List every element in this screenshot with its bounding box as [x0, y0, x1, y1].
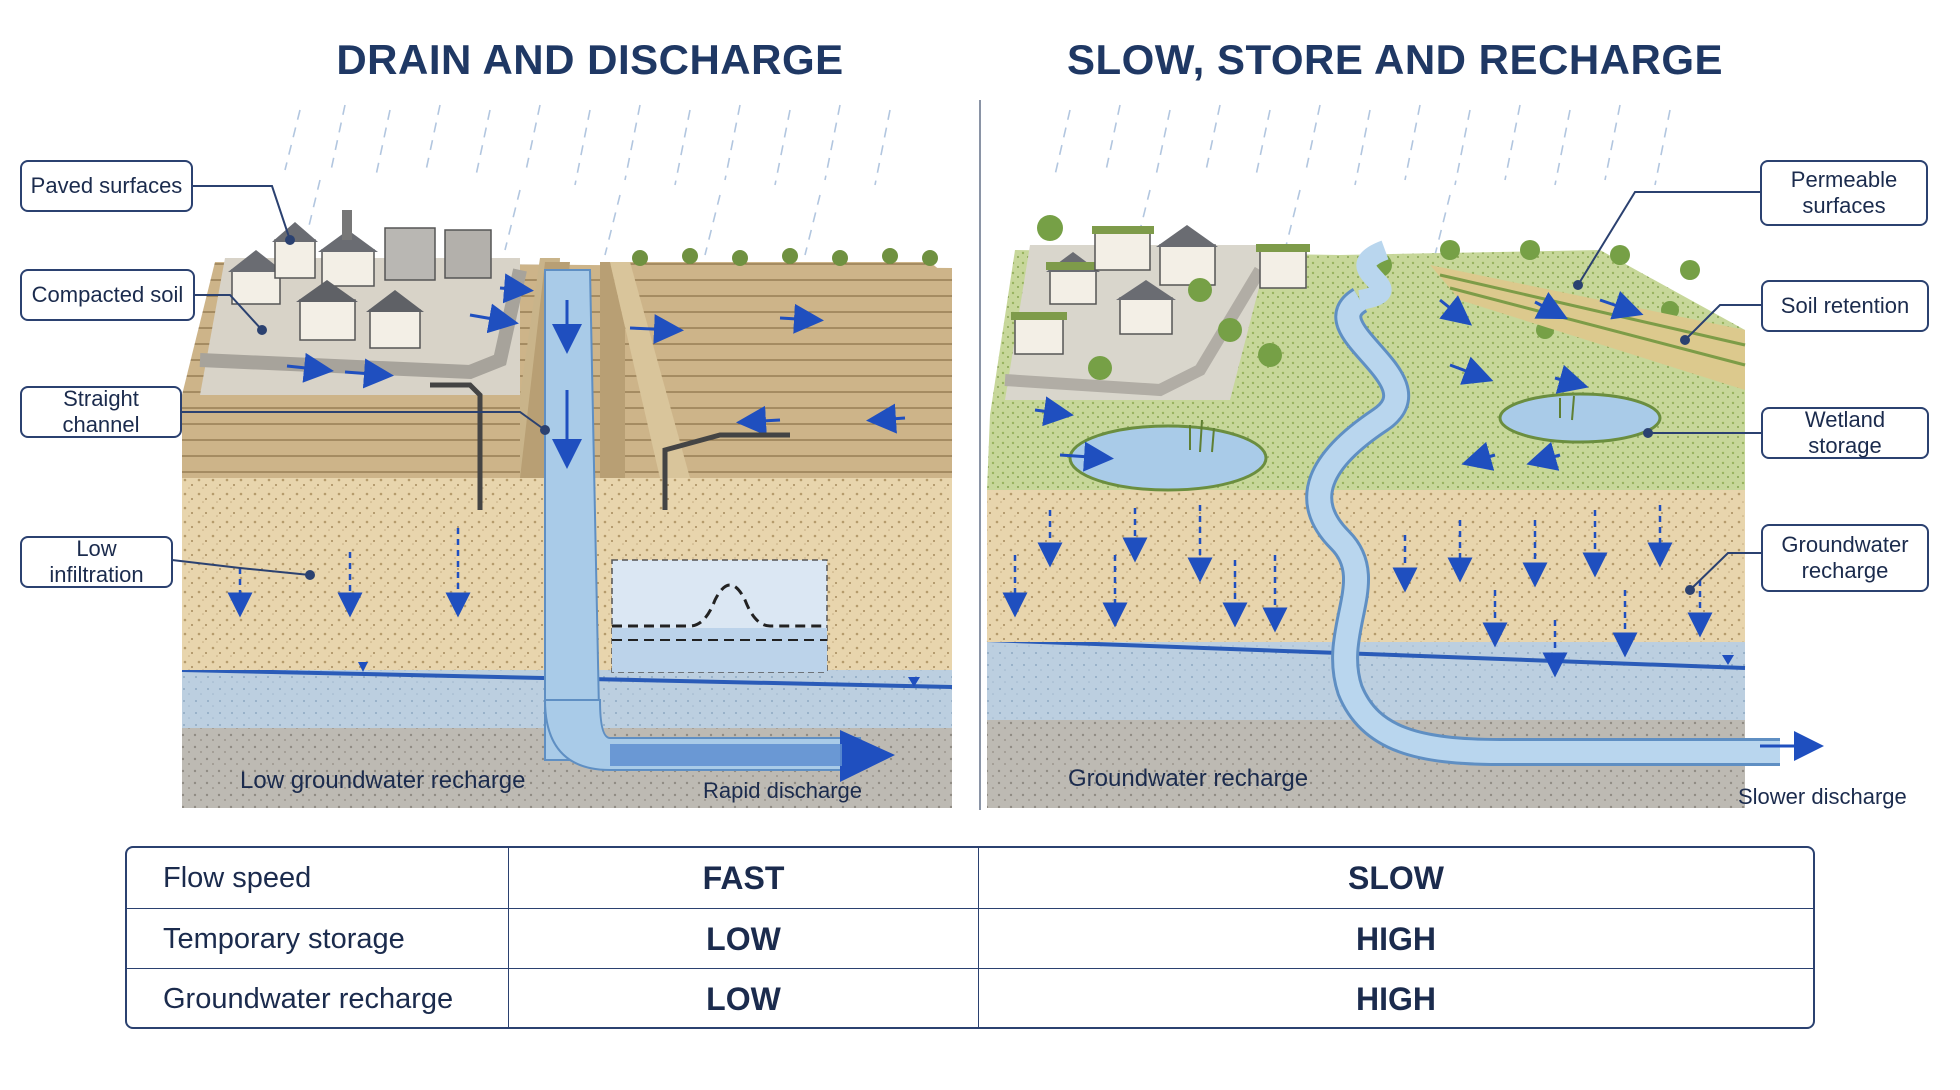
drain-value: LOW: [509, 969, 979, 1027]
callout-groundwater-recharge: Groundwater recharge: [1761, 524, 1929, 592]
right-block: [986, 191, 1824, 808]
label-slower-discharge: Slower discharge: [1738, 784, 1907, 809]
callout-permeable-surfaces: Permeable surfaces: [1760, 160, 1928, 226]
callout-low-infiltration: Low infiltration: [20, 536, 173, 588]
trees-left: [632, 248, 938, 266]
left-block: [171, 185, 953, 808]
comparison-table: Flow speed FAST SLOW Temporary storage L…: [125, 846, 1815, 1029]
rain-right: [1054, 104, 1671, 256]
meandering-river: [1308, 290, 1780, 763]
row-label: Groundwater recharge: [127, 969, 509, 1027]
callout-soil-retention: Soil retention: [1761, 280, 1929, 332]
low-infiltration-arrows: [227, 528, 471, 618]
recharge-value: HIGH: [1356, 980, 1436, 1017]
callout-compacted-soil: Compacted soil: [20, 269, 195, 321]
row-label: Temporary storage: [127, 909, 509, 969]
trees-right: [1037, 215, 1700, 380]
table-row: Flow speed FAST SLOW: [127, 848, 1813, 908]
drain-value: FAST: [509, 848, 979, 908]
title-drain-and-discharge: DRAIN AND DISCHARGE: [336, 36, 844, 83]
table-row: Temporary storage LOW HIGH: [127, 908, 1813, 969]
wetland-right: [1498, 392, 1662, 444]
callout-paved-surfaces: Paved surfaces: [20, 160, 193, 212]
recharge-value: HIGH: [1356, 920, 1436, 957]
wetland-left: [1068, 424, 1268, 492]
callout-straight-channel: Straight channel: [20, 386, 182, 438]
label-rapid-discharge: Rapid discharge: [703, 778, 862, 803]
houses-left: [228, 210, 492, 349]
recharge-value: SLOW: [1348, 859, 1444, 896]
drain-value: LOW: [509, 909, 979, 969]
table-row: Groundwater recharge LOW HIGH: [127, 968, 1813, 1027]
hydrograph-inset: [611, 559, 828, 673]
straight-channel-water: [544, 269, 602, 761]
title-slow-store-recharge: SLOW, STORE AND RECHARGE: [1066, 36, 1724, 83]
houses-right: [1011, 225, 1310, 355]
rain-left: [284, 104, 891, 256]
row-label: Flow speed: [127, 848, 509, 908]
label-groundwater-recharge: Groundwater recharge: [1068, 765, 1308, 792]
water-table-right: [986, 638, 1746, 670]
rapid-discharge-arrow: [840, 730, 895, 782]
panel-divider: [979, 100, 981, 810]
recharge-arrows: [1002, 505, 1713, 678]
label-low-groundwater-recharge: Low groundwater recharge: [240, 767, 526, 794]
callout-wetland-storage: Wetland storage: [1761, 407, 1929, 459]
